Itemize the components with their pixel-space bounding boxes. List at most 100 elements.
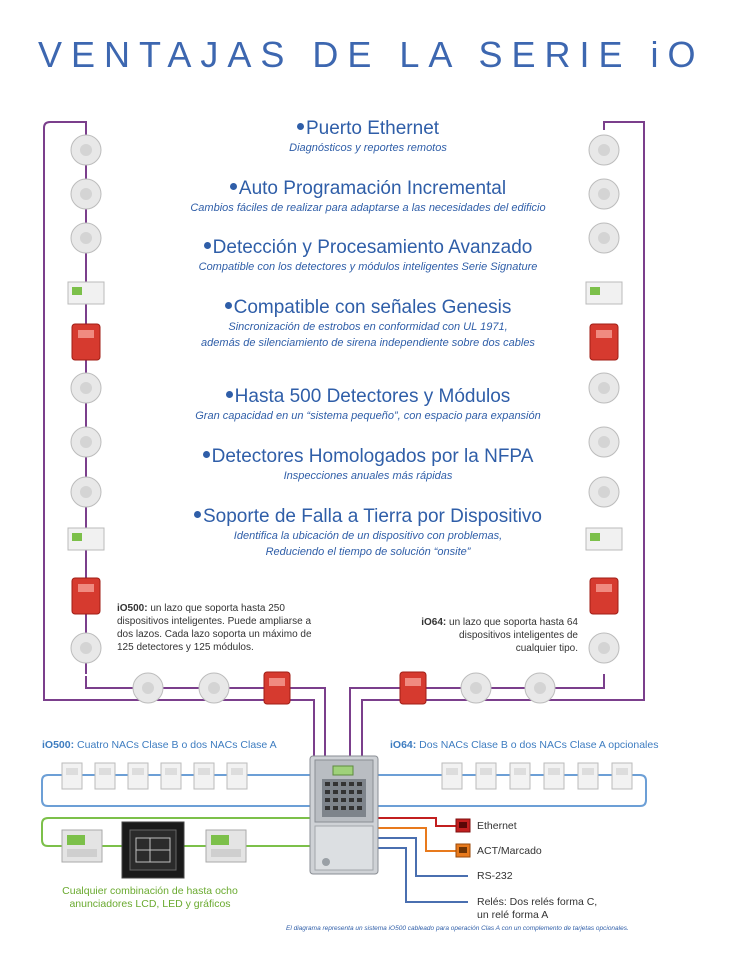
horn-strobe-icon xyxy=(71,323,101,361)
nac-right-devices xyxy=(441,762,633,790)
right-loop-outer-wire xyxy=(361,128,645,762)
smoke-detector-icon xyxy=(588,134,620,166)
left-loop-top xyxy=(64,121,87,130)
notification-appliance-icon xyxy=(509,762,531,790)
bullet-icon xyxy=(202,451,210,459)
feature-heading: Detección y Procesamiento Avanzado xyxy=(212,237,533,258)
lcd-annunciator-icon xyxy=(61,829,103,863)
annunciator-wire xyxy=(41,817,310,847)
module-icon xyxy=(67,527,105,551)
bullet-icon xyxy=(225,391,233,399)
smoke-detector-icon xyxy=(524,672,556,704)
smoke-detector-icon xyxy=(132,672,164,704)
notification-appliance-icon xyxy=(193,762,215,790)
notification-appliance-icon xyxy=(475,762,497,790)
notification-appliance-icon xyxy=(94,762,116,790)
smoke-detector-icon xyxy=(70,426,102,458)
smoke-detector-icon xyxy=(588,178,620,210)
feature-subtitle: Reduciendo el tiempo de solución “onsite… xyxy=(265,546,471,558)
diagram-footnote: El diagrama representa un sistema iO500 … xyxy=(286,925,629,932)
feature-heading: Puerto Ethernet xyxy=(305,118,440,139)
notification-appliance-icon xyxy=(127,762,149,790)
right-device-column xyxy=(585,134,623,664)
ethernet-port-icon xyxy=(455,818,471,833)
bullet-icon xyxy=(224,302,232,310)
io64-loop-note: iO64: un lazo que soporta hasta 64 dispo… xyxy=(421,617,578,654)
feature-heading: Compatible con señales Genesis xyxy=(233,297,512,318)
feature-subtitle: Compatible con los detectores y módulos … xyxy=(198,261,538,273)
feature-ground-fault: Soporte de Falla a Tierra por Dispositiv… xyxy=(118,506,618,560)
feature-auto-programming: Auto Programación Incremental Cambios fá… xyxy=(118,178,618,216)
module-icon xyxy=(585,281,623,305)
smoke-detector-icon xyxy=(588,222,620,254)
module-icon xyxy=(585,527,623,551)
bullet-icon xyxy=(229,183,237,191)
page-title: VENTAJAS DE LA SERIE iO xyxy=(38,34,705,75)
rs232-wire xyxy=(378,837,468,877)
rs232-label: RS-232 xyxy=(477,870,513,882)
bullet-icon xyxy=(296,123,304,131)
feature-genesis-signals: Compatible con señales Genesis Sincroniz… xyxy=(118,297,618,351)
act-port-icon xyxy=(455,843,471,858)
feature-subtitle: Gran capacidad en un “sistema pequeño”, … xyxy=(195,410,541,422)
notification-appliance-icon xyxy=(226,762,248,790)
smoke-detector-icon xyxy=(70,632,102,664)
bullet-icon xyxy=(203,242,211,250)
horn-strobe-icon xyxy=(71,577,101,615)
right-loop-top xyxy=(603,121,645,130)
feature-ethernet: Puerto Ethernet Diagnósticos y reportes … xyxy=(118,118,618,156)
notification-appliance-icon xyxy=(577,762,599,790)
nac-left-wire xyxy=(41,774,310,807)
relays-line-1: Relés: Dos relés forma C, xyxy=(477,896,598,908)
nac-right-label: iO64: Dos NACs Clase B o dos NACs Clase … xyxy=(390,739,659,751)
output-wiring xyxy=(378,817,468,903)
feature-heading: Auto Programación Incremental xyxy=(238,178,507,199)
horn-strobe-icon xyxy=(589,323,619,361)
left-loop-inner-wire xyxy=(43,121,64,129)
graphic-annunciator-icon xyxy=(121,821,185,879)
smoke-detector-icon xyxy=(588,476,620,508)
detector-loop-wiring xyxy=(43,121,645,762)
annunciator-wiring xyxy=(41,817,310,847)
feature-heading: Detectores Homologados por la NFPA xyxy=(211,446,534,467)
feature-advanced-detection: Detección y Procesamiento Avanzado Compa… xyxy=(118,237,618,275)
feature-heading: Hasta 500 Detectores y Módulos xyxy=(234,386,511,407)
feature-subtitle: además de silenciamiento de sirena indep… xyxy=(201,337,535,349)
nac-left-label: iO500: Cuatro NACs Clase B o dos NACs Cl… xyxy=(42,739,277,751)
feature-subtitle: Inspecciones anuales más rápidas xyxy=(283,470,453,482)
horn-strobe-icon xyxy=(263,671,291,705)
io500-loop-note: iO500: un lazo que soporta hasta 250 dis… xyxy=(117,603,312,653)
act-wire xyxy=(378,827,456,852)
horn-strobe-icon xyxy=(399,671,427,705)
notification-appliance-icon xyxy=(611,762,633,790)
smoke-detector-icon xyxy=(70,134,102,166)
smoke-detector-icon xyxy=(460,672,492,704)
nac-wiring xyxy=(41,774,647,807)
notification-appliance-icon xyxy=(441,762,463,790)
feature-subtitle: Diagnósticos y reportes remotos xyxy=(289,142,447,154)
notification-appliance-icon xyxy=(160,762,182,790)
lcd-annunciator-icon xyxy=(205,829,247,863)
fire-alarm-control-panel xyxy=(309,755,379,875)
smoke-detector-icon xyxy=(588,426,620,458)
smoke-detector-icon xyxy=(70,372,102,404)
smoke-detector-icon xyxy=(70,178,102,210)
notification-appliance-icon xyxy=(543,762,565,790)
module-icon xyxy=(67,281,105,305)
relay-wire xyxy=(378,847,468,903)
smoke-detector-icon xyxy=(70,222,102,254)
act-label: ACT/Marcado xyxy=(477,845,542,857)
notification-appliance-icon xyxy=(61,762,83,790)
smoke-detector-icon xyxy=(70,476,102,508)
feature-subtitle: Sincronización de estrobos en conformida… xyxy=(228,321,508,333)
annunciators-group xyxy=(61,821,247,879)
nac-left-devices xyxy=(61,762,248,790)
bullet-icon xyxy=(194,511,201,519)
left-loop-outer-wire xyxy=(43,128,315,762)
ethernet-label: Ethernet xyxy=(477,820,517,832)
feature-nfpa-detectors: Detectores Homologados por la NFPA Inspe… xyxy=(118,446,618,484)
smoke-detector-icon xyxy=(588,632,620,664)
feature-subtitle: Cambios fáciles de realizar para adaptar… xyxy=(190,202,546,214)
left-device-column xyxy=(67,134,105,664)
bottom-loop-devices xyxy=(132,671,556,705)
